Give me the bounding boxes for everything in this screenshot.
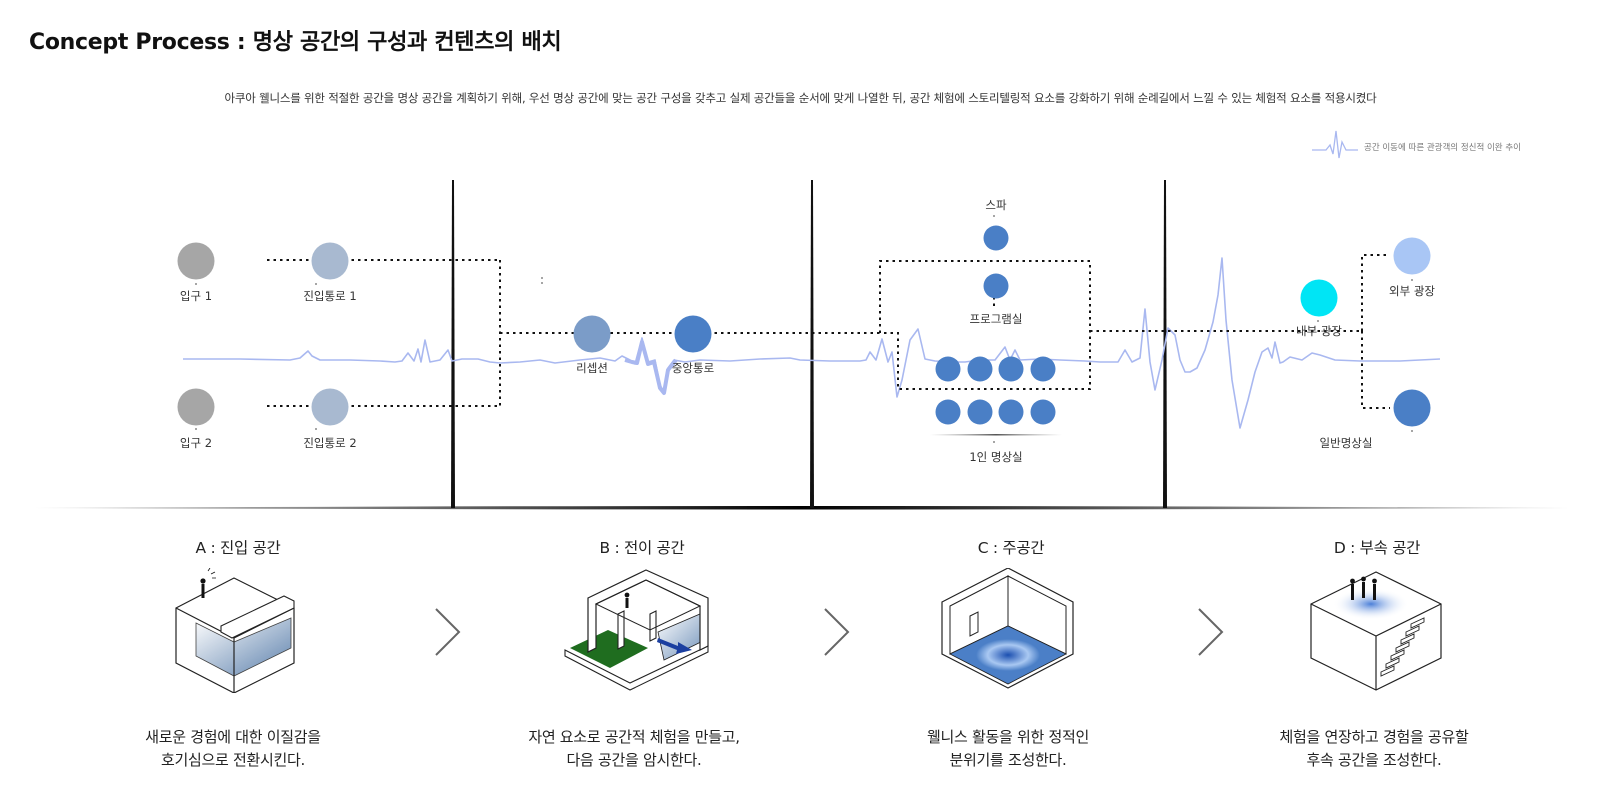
label-program-room: 프로그램실	[970, 312, 1023, 326]
chevron-right-icon	[1198, 608, 1224, 656]
section-title-a: A : 진입 공간	[195, 539, 281, 557]
section-title-d: D : 부속 공간	[1333, 539, 1421, 557]
label-central-passage: 중앙통로	[672, 361, 714, 375]
label-passage-2: 진입통로 2	[303, 436, 356, 450]
legend-curve-icon	[1312, 130, 1358, 159]
section-desc-line: 자연 요소로 공간적 체험을 만들고,	[528, 728, 740, 746]
relaxation-trend-curve-emphasis	[624, 340, 678, 395]
section-title-b: B : 전이 공간	[599, 539, 685, 557]
label-reception: 리셉션	[576, 361, 608, 375]
entry-space-illustration	[175, 568, 295, 693]
label-spa: 스파	[985, 198, 1007, 212]
node-central-passage	[674, 315, 712, 353]
node-single-meditation	[935, 356, 961, 382]
node-entrance-2	[177, 388, 215, 426]
label-inner-plaza: 내부 광장	[1296, 324, 1342, 338]
legend-label: 공간 이동에 따른 관광객의 정신적 이완 추이	[1364, 142, 1521, 153]
baseline-divider	[33, 506, 1570, 510]
section-title-c: C : 주공간	[977, 539, 1045, 557]
meditation-shelf-line	[930, 434, 1062, 436]
label-passage-1: 진입통로 1	[303, 289, 356, 303]
label-entrance-1: 입구 1	[180, 289, 212, 303]
label-entrance-2: 입구 2	[180, 436, 212, 450]
divider-line-b	[810, 180, 814, 508]
section-desc-line: 호기심으로 전환시킨다.	[161, 751, 305, 769]
node-general-meditation	[1393, 389, 1431, 427]
chevron-right-icon	[824, 608, 850, 656]
section-desc-line: 체험을 연장하고 경험을 공유할	[1279, 728, 1469, 746]
section-desc-c: 웰니스 활동을 위한 정적인 분위기를 조성한다.	[858, 726, 1158, 772]
section-desc-line: 새로운 경험에 대한 이질감을	[145, 728, 321, 746]
section-desc-line: 웰니스 활동을 위한 정적인	[927, 728, 1089, 746]
node-reception	[573, 315, 611, 353]
node-single-meditation	[1030, 399, 1056, 425]
section-desc-line: 후속 공간을 조성한다.	[1306, 751, 1442, 769]
page-title: Concept Process : 명상 공간의 구성과 컨텐츠의 배치	[29, 30, 562, 55]
flow-lines	[267, 254, 1390, 409]
node-single-meditation	[998, 399, 1024, 425]
node-spa	[983, 225, 1009, 251]
section-desc-line: 분위기를 조성한다.	[949, 751, 1067, 769]
relaxation-trend-curve	[183, 257, 1441, 429]
node-single-meditation	[1030, 356, 1056, 382]
label-general-meditation: 일반명상실	[1320, 436, 1373, 450]
section-desc-line: 다음 공간을 암시한다.	[566, 751, 702, 769]
legend: 공간 이동에 따른 관광객의 정신적 이완 추이	[1312, 130, 1521, 159]
transition-space-illustration	[564, 569, 709, 691]
divider-line-a	[451, 180, 455, 508]
node-outer-plaza	[1393, 237, 1431, 275]
node-passage-2	[311, 388, 349, 426]
node-inner-plaza	[1300, 279, 1338, 317]
node-tick-markers	[195, 215, 1413, 443]
section-desc-a: 새로운 경험에 대한 이질감을 호기심으로 전환시킨다.	[83, 726, 383, 772]
node-single-meditation	[967, 399, 993, 425]
node-single-meditation	[967, 356, 993, 382]
section-desc-b: 자연 요소로 공간적 체험을 만들고, 다음 공간을 암시한다.	[484, 726, 784, 772]
single-meditation-rooms	[935, 356, 1056, 425]
auxiliary-space-illustration	[1310, 571, 1442, 691]
node-entrance-1	[177, 242, 215, 280]
node-program-room	[983, 273, 1009, 299]
section-desc-d: 체험을 연장하고 경험을 공유할 후속 공간을 조성한다.	[1224, 726, 1524, 772]
main-space-illustration	[941, 568, 1074, 689]
node-single-meditation	[998, 356, 1024, 382]
label-single-meditation: 1인 명상실	[969, 450, 1022, 464]
label-outer-plaza: 외부 광장	[1389, 284, 1435, 298]
node-single-meditation	[935, 399, 961, 425]
page-description: 아쿠아 웰니스를 위한 적절한 공간을 명상 공간을 계획하기 위해, 우선 명…	[224, 91, 1377, 105]
chevron-right-icon	[435, 608, 461, 656]
node-passage-1	[311, 242, 349, 280]
